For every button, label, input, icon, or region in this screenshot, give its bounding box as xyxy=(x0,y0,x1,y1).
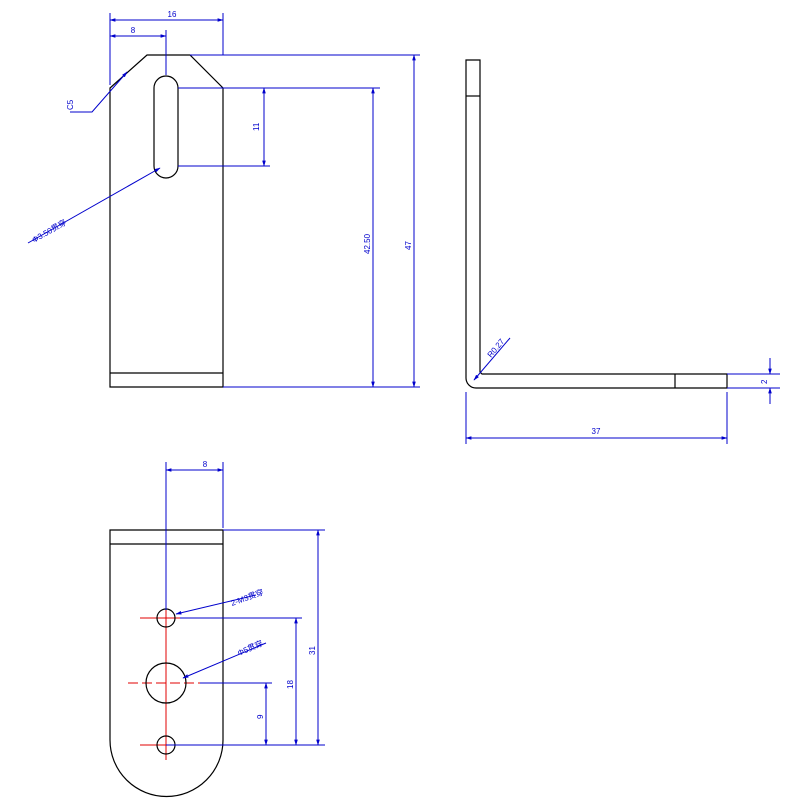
small-holes-leader xyxy=(175,594,257,615)
leg-length-dimension-label: 37 xyxy=(592,427,601,436)
center-large-hole xyxy=(145,662,187,704)
slot-outline xyxy=(153,75,179,179)
lower-hole-dimension-label: 9 xyxy=(256,714,265,719)
bottom-view: 8 2-M3贯穿 Φ5贯穿 31 18 9 xyxy=(109,460,325,798)
large-hole-label: Φ5贯穿 xyxy=(236,638,265,658)
bend-radius-label: R0.27 xyxy=(486,337,507,360)
slot-offset-dimension-label: 8 xyxy=(131,26,136,35)
overall-height-dimension-label: 47 xyxy=(404,241,413,250)
side-view-outline xyxy=(465,59,728,389)
small-holes-label: 2-M3贯穿 xyxy=(229,587,265,608)
front-view-outline xyxy=(109,54,224,388)
bend-radius-leader xyxy=(473,337,511,381)
slot-width-label: Φ3.50贯穿 xyxy=(30,217,68,245)
overall-dimension-label: 31 xyxy=(308,646,317,655)
chamfer-label: C5 xyxy=(66,99,75,110)
chamfer-leader xyxy=(70,71,128,113)
hole-offset-dimension-label: 8 xyxy=(203,460,208,469)
large-hole-leader xyxy=(182,642,267,679)
width-dimension-label: 16 xyxy=(168,10,177,19)
slot-length-dimension-label: 11 xyxy=(252,122,261,131)
bottom-view-outline xyxy=(109,529,224,798)
hole-spacing-dimension-label: 18 xyxy=(286,680,295,689)
slot-height-dimension-label: 42.50 xyxy=(363,233,372,254)
slot-width-leader xyxy=(27,167,161,244)
front-view: 16 8 C5 Φ3.50贯穿 11 42.50 47 xyxy=(27,10,420,388)
side-view: R0.27 2 37 xyxy=(465,59,780,444)
thickness-dimension-label: 2 xyxy=(760,379,769,384)
